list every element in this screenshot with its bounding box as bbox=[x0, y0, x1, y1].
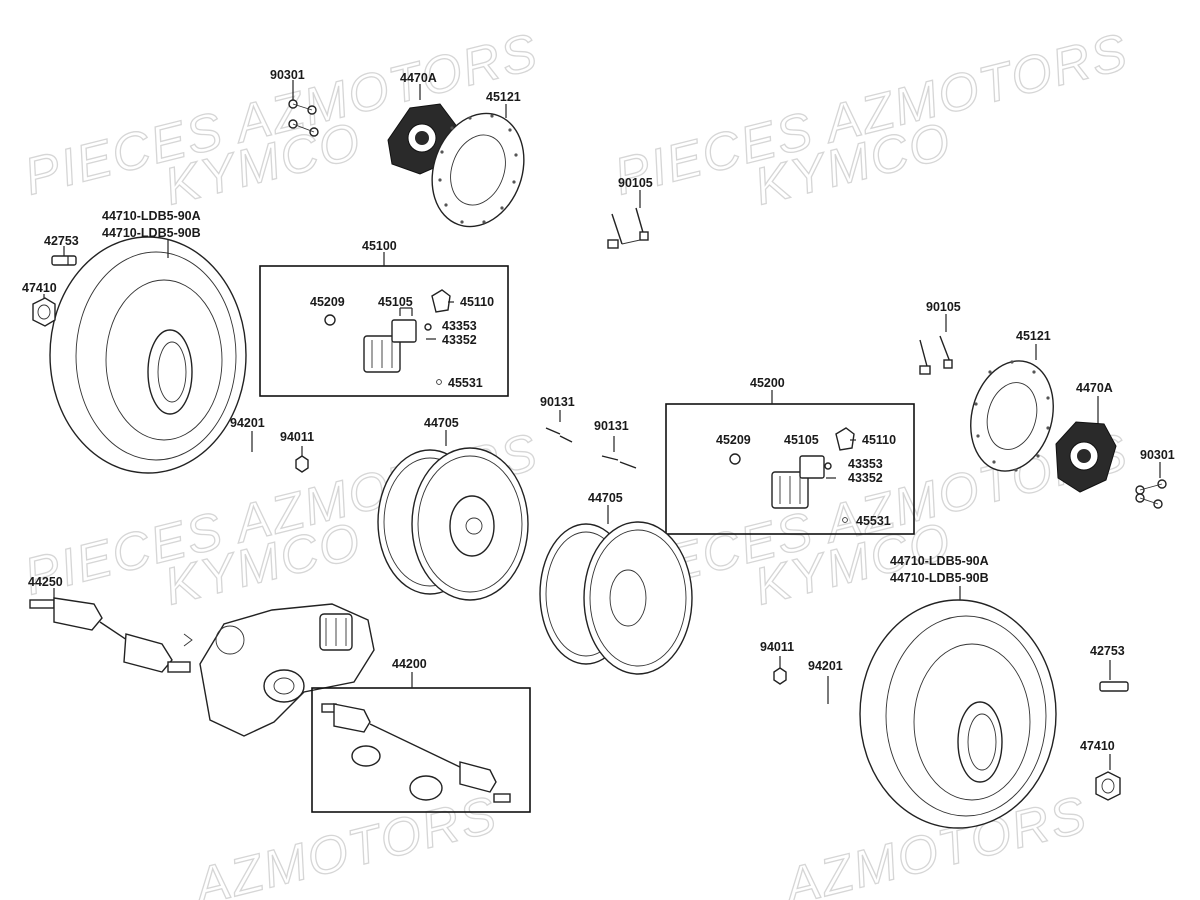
studs-90301-top bbox=[288, 80, 319, 137]
caliper-left bbox=[324, 289, 451, 385]
part-label-44250: 44250 bbox=[28, 575, 63, 589]
valve-left bbox=[51, 255, 77, 266]
bolts-90105-top bbox=[607, 190, 649, 249]
brake-disc-top bbox=[431, 104, 525, 228]
bolts-90131-b bbox=[601, 436, 637, 469]
part-label-44710-b: 44710-LDB5-90B bbox=[102, 226, 201, 240]
part-label-43352: 43352 bbox=[442, 333, 477, 347]
rim-left bbox=[377, 430, 529, 601]
wheel-nut-left bbox=[32, 297, 56, 327]
part-label-94201: 94201 bbox=[808, 659, 843, 673]
part-label-45200: 45200 bbox=[750, 376, 785, 390]
part-label-44705: 44705 bbox=[424, 416, 459, 430]
tire-left bbox=[49, 236, 247, 474]
caliper-right bbox=[729, 427, 855, 523]
part-label-44705: 44705 bbox=[588, 491, 623, 505]
part-label-44710-a: 44710-LDB5-90A bbox=[102, 209, 201, 223]
part-label-94011: 94011 bbox=[280, 430, 314, 444]
part-label-45110: 45110 bbox=[460, 295, 494, 309]
valve-right bbox=[1099, 660, 1129, 692]
part-label-45121: 45121 bbox=[486, 90, 521, 104]
part-label-45110: 45110 bbox=[862, 433, 896, 447]
part-label-43353: 43353 bbox=[442, 319, 477, 333]
part-label-90105: 90105 bbox=[926, 300, 961, 314]
part-label-47410: 47410 bbox=[1080, 739, 1115, 753]
watermark-azmotors: AZMOTORS bbox=[186, 785, 503, 900]
part-label-43352: 43352 bbox=[848, 471, 883, 485]
studs-90301-right bbox=[1135, 462, 1167, 509]
part-label-90301: 90301 bbox=[1140, 448, 1175, 462]
drive-shaft-44250 bbox=[29, 588, 191, 673]
part-label-90105: 90105 bbox=[618, 176, 653, 190]
caliper-kit-box-right bbox=[665, 403, 915, 535]
part-label-94011: 94011 bbox=[760, 640, 794, 654]
tire-right bbox=[859, 586, 1057, 829]
differential-housing bbox=[183, 603, 375, 737]
part-label-45531: 45531 bbox=[856, 514, 891, 528]
part-label-94201: 94201 bbox=[230, 416, 265, 430]
drive-shaft-kit-box bbox=[311, 687, 531, 813]
part-label-43353: 43353 bbox=[848, 457, 883, 471]
part-label-45531: 45531 bbox=[448, 376, 483, 390]
bolts-90131-a bbox=[545, 410, 573, 443]
part-label-90131: 90131 bbox=[594, 419, 629, 433]
part-label-90301: 90301 bbox=[270, 68, 305, 82]
part-label-45121: 45121 bbox=[1016, 329, 1051, 343]
part-label-4470a: 4470A bbox=[1076, 381, 1113, 395]
part-label-44200: 44200 bbox=[392, 657, 427, 671]
part-label-45209: 45209 bbox=[716, 433, 751, 447]
part-label-45105: 45105 bbox=[378, 295, 413, 309]
brake-disc-right bbox=[970, 344, 1054, 472]
part-label-44710-a: 44710-LDB5-90A bbox=[890, 554, 989, 568]
part-label-45100: 45100 bbox=[362, 239, 397, 253]
part-label-44710-b: 44710-LDB5-90B bbox=[890, 571, 989, 585]
drive-shaft-44200 bbox=[321, 703, 511, 803]
rim-mid bbox=[539, 505, 693, 675]
wheel-nut-right bbox=[1095, 754, 1121, 801]
nut-94011-right bbox=[773, 656, 787, 685]
part-label-45209: 45209 bbox=[310, 295, 345, 309]
part-label-42753: 42753 bbox=[44, 234, 79, 248]
hub-4470a-right bbox=[1055, 396, 1117, 493]
part-label-90131: 90131 bbox=[540, 395, 575, 409]
part-label-47410: 47410 bbox=[22, 281, 57, 295]
part-label-4470a: 4470A bbox=[400, 71, 437, 85]
part-label-42753: 42753 bbox=[1090, 644, 1125, 658]
nut-94011-left bbox=[295, 446, 309, 473]
bolts-90105-right bbox=[919, 314, 953, 375]
part-label-45105: 45105 bbox=[784, 433, 819, 447]
